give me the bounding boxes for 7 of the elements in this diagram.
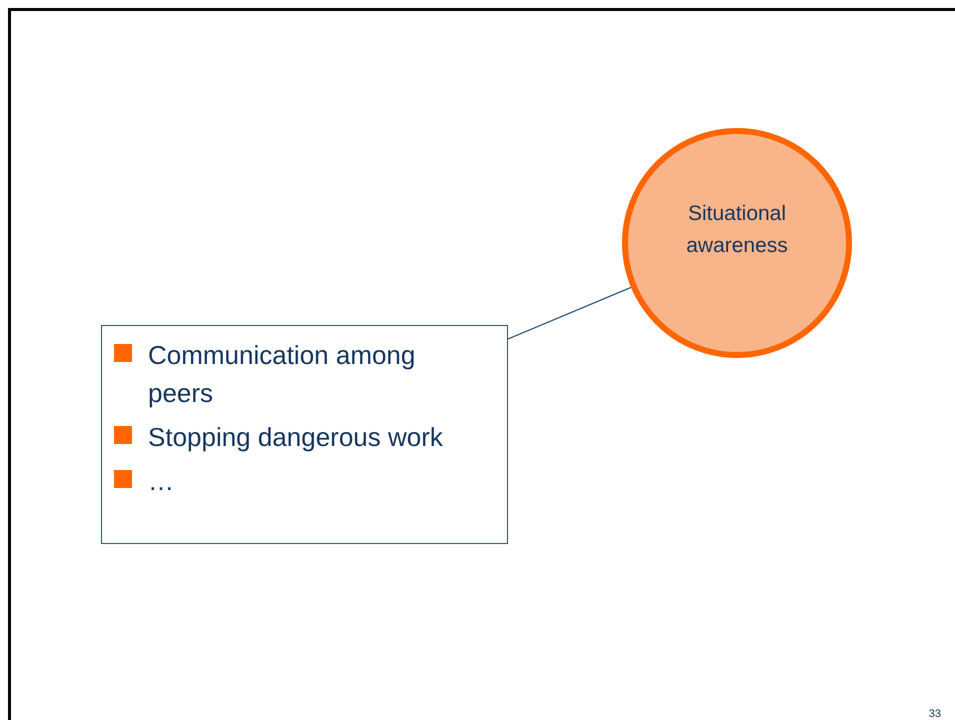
connector-line — [508, 286, 632, 340]
page-number: 33 — [928, 708, 941, 720]
text-box — [101, 325, 508, 544]
bullet-text: … — [148, 465, 174, 498]
bullet-text: Communication among peers — [148, 339, 416, 410]
bullet-text: Stopping dangerous work — [148, 421, 443, 454]
circle-label: Situational awareness — [685, 201, 789, 259]
